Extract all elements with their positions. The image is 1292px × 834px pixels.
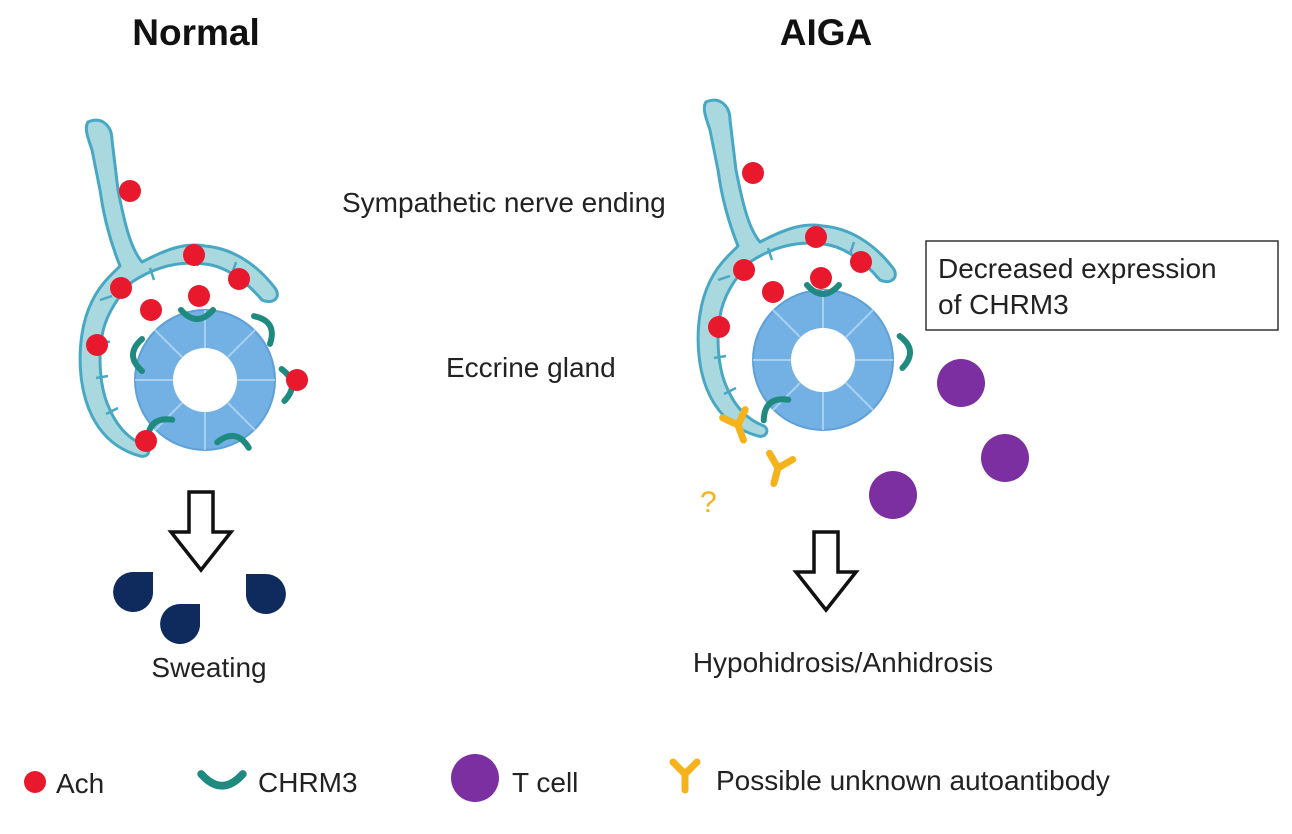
label-sweating: Sweating	[151, 652, 266, 683]
aiga-down-arrow	[794, 530, 858, 612]
legend-tcell-swatch	[451, 754, 499, 802]
legend-chrm3-label: CHRM3	[258, 767, 358, 798]
sweat-drops	[113, 572, 286, 644]
title-aiga: AIGA	[780, 12, 873, 53]
normal-down-arrow	[169, 490, 233, 572]
t-cells	[869, 359, 1029, 519]
label-hypohidrosis: Hypohidrosis/Anhidrosis	[693, 647, 993, 678]
legend: Ach CHRM3 T cell Possible unknown autoan…	[24, 754, 1110, 802]
autoantibodies	[723, 410, 793, 487]
box-line-2: of CHRM3	[938, 289, 1069, 320]
box-line-1: Decreased expression	[938, 253, 1217, 284]
aiga-eccrine-gland	[752, 289, 894, 431]
legend-tcell-label: T cell	[512, 767, 578, 798]
decreased-expression-box	[925, 240, 1279, 331]
label-sympathetic-nerve-ending: Sympathetic nerve ending	[342, 187, 666, 218]
legend-chrm3-swatch	[201, 774, 243, 786]
normal-ach-dots	[86, 180, 308, 452]
legend-autoantibody-swatch	[673, 762, 697, 790]
normal-eccrine-gland	[134, 309, 276, 451]
label-eccrine-gland: Eccrine gland	[446, 352, 616, 383]
title-normal: Normal	[132, 12, 259, 53]
legend-autoantibody-label: Possible unknown autoantibody	[716, 765, 1110, 796]
legend-ach-swatch	[24, 771, 46, 793]
aiga-ach-dots	[708, 162, 872, 338]
legend-ach-label: Ach	[56, 768, 104, 799]
question-mark: ?	[700, 486, 717, 519]
